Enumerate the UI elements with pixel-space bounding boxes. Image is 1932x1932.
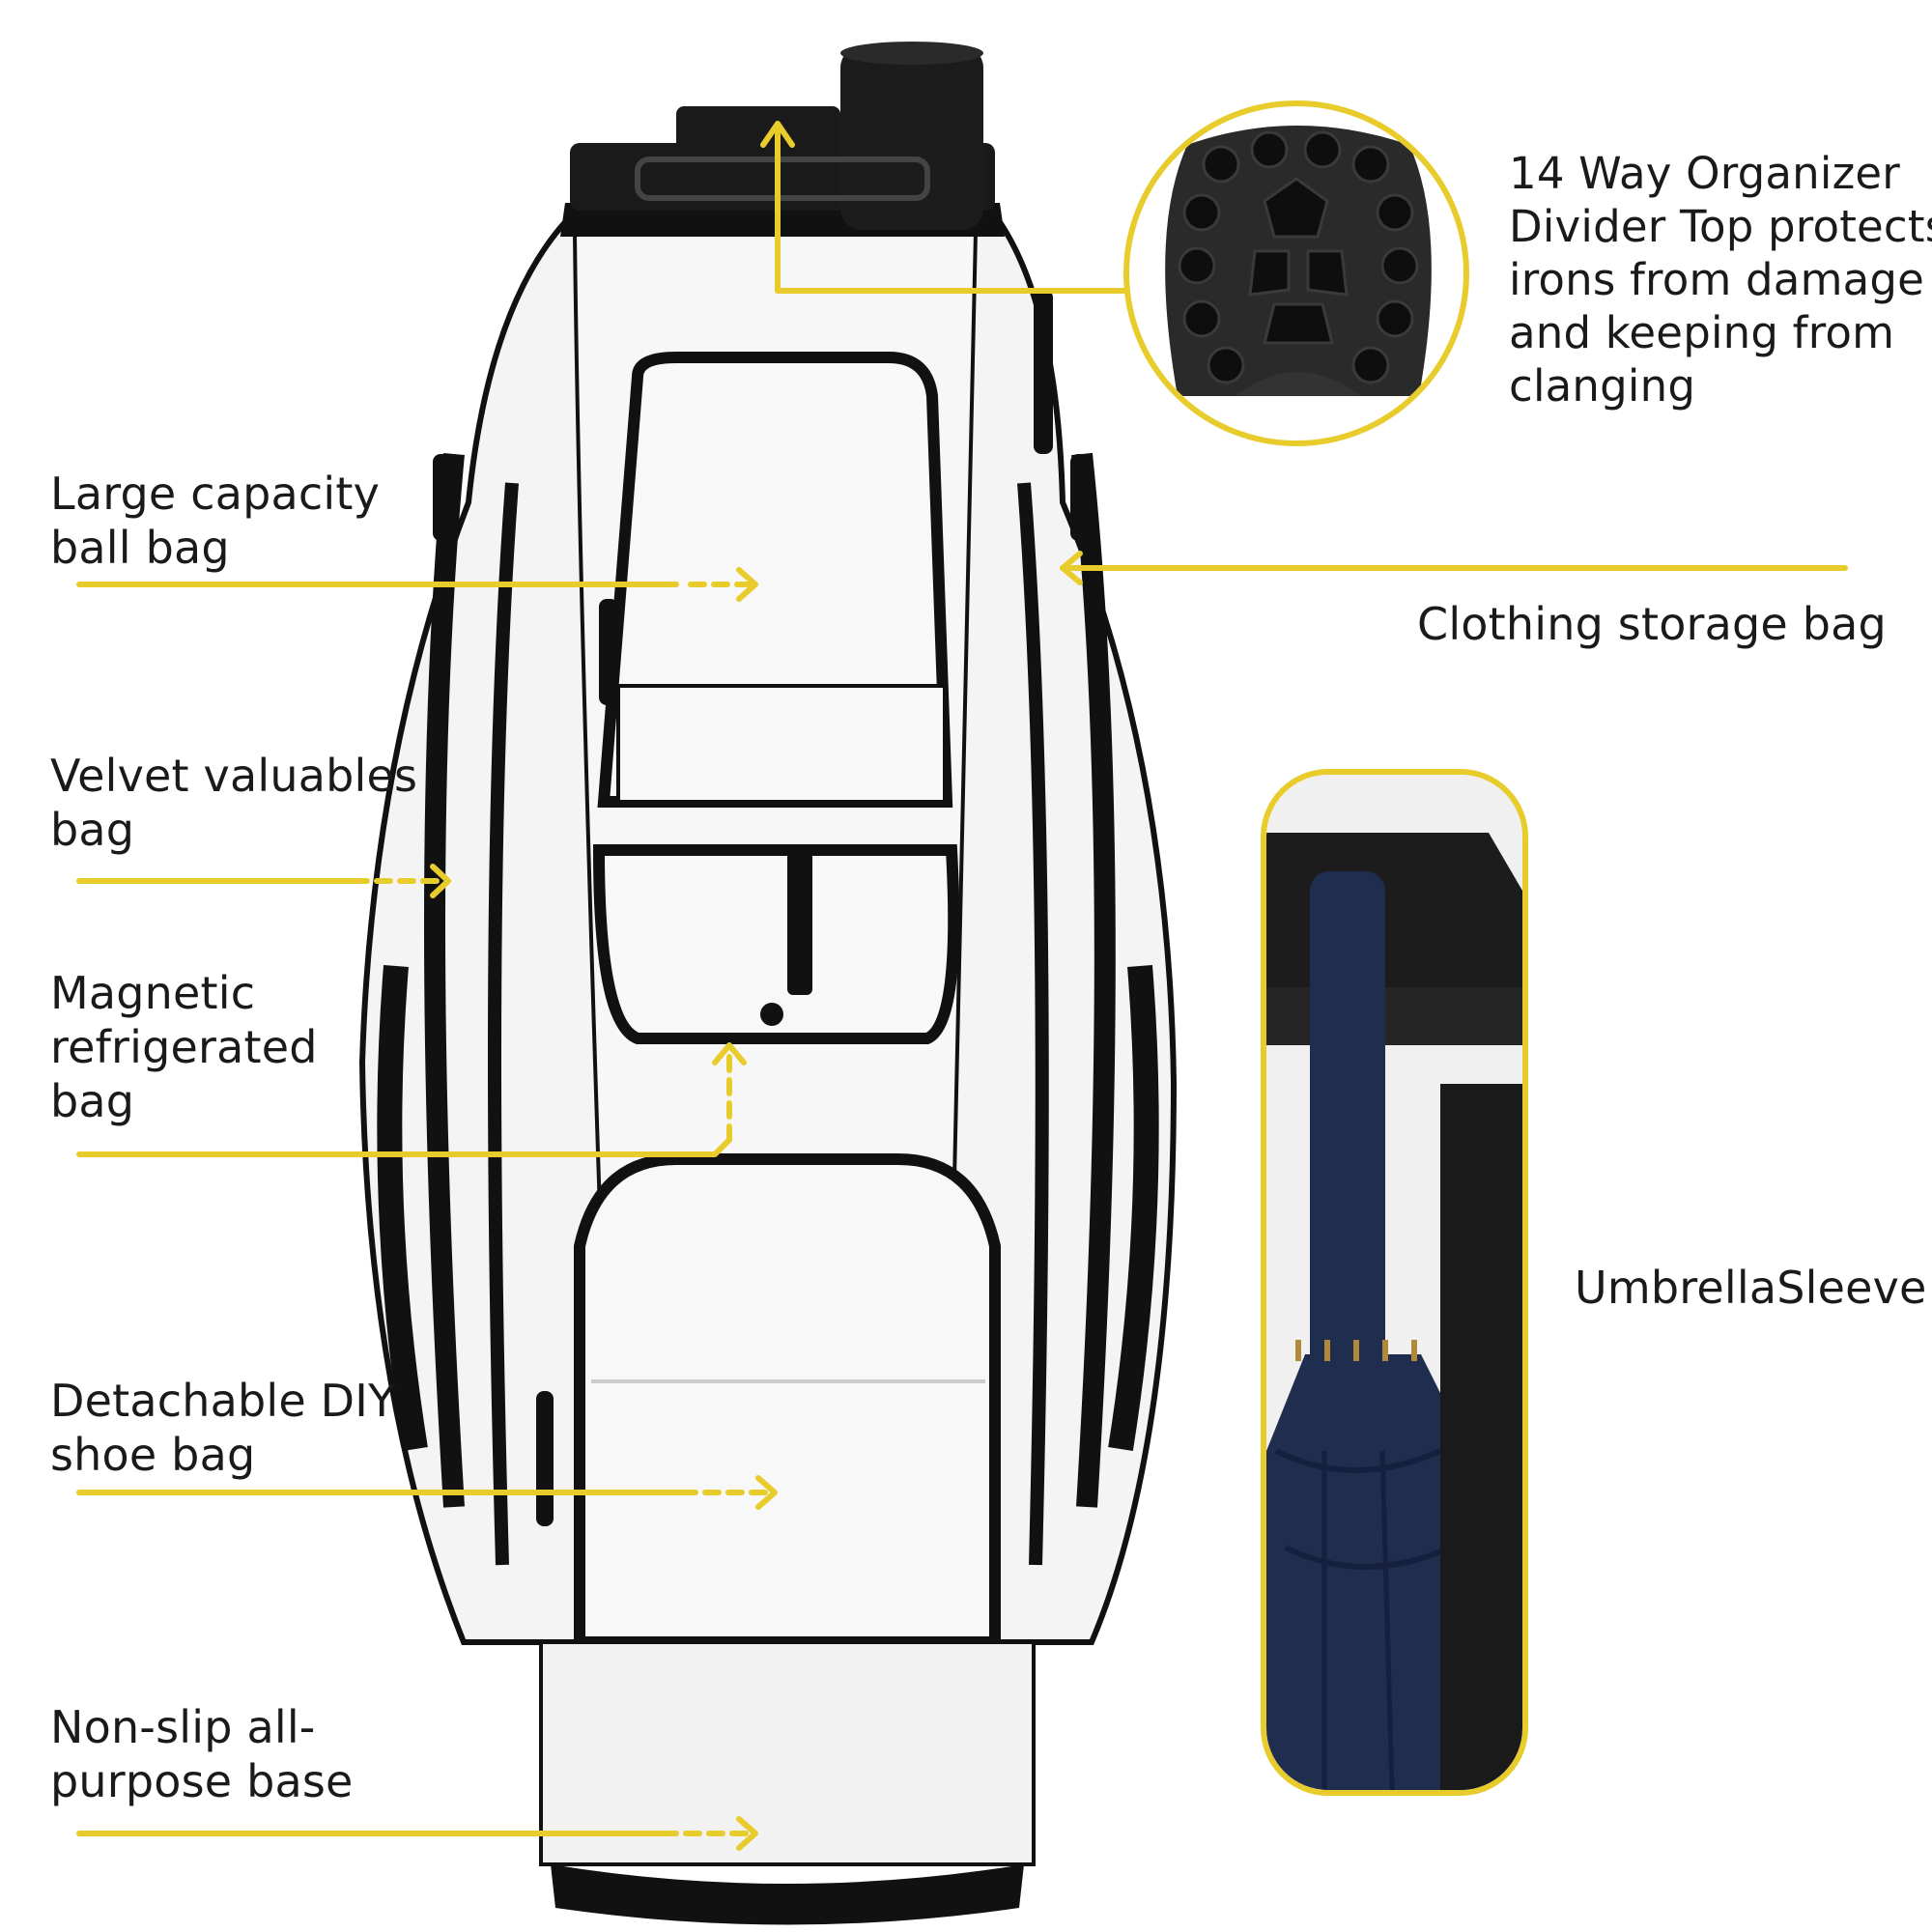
refrigerated-arrow: [712, 1042, 747, 1065]
umbrella-label: UmbrellaSleeve: [1575, 1261, 1927, 1315]
refrigerated-line: [76, 1137, 732, 1157]
valuables-label-line-2: bag: [50, 804, 135, 856]
organizer-label: 14 Way Organizer Divider Top protects ir…: [1509, 147, 1932, 412]
shoe-bag-label-line-2: shoe bag: [50, 1429, 256, 1481]
refrigerated-label: Magnetic refrigerated bag: [50, 966, 318, 1128]
cooler-pocket: [592, 844, 960, 1044]
umbrella-sleeve-closeup: [1266, 775, 1522, 1790]
bag-base: [539, 1640, 1036, 1925]
top-cuff: [560, 42, 1005, 237]
ball-bag-arrow: [736, 567, 758, 602]
umbrella-label-line-1: UmbrellaSleeve: [1575, 1262, 1927, 1314]
organizer-arrow: [760, 121, 795, 148]
organizer-label-line-5: clanging: [1509, 360, 1696, 412]
umbrella-sleeve-detail-image: [1261, 769, 1528, 1796]
base-arrow: [736, 1816, 758, 1851]
ball-bag-label: Large capacity ball bag: [50, 467, 380, 575]
base-label-line-2: purpose base: [50, 1755, 354, 1807]
ball-pocket: [597, 352, 953, 808]
organizer-label-line-4: and keeping from: [1509, 307, 1895, 358]
shoe-bag-label-line-1: Detachable DIY: [50, 1375, 396, 1427]
base-label-line-1: Non-slip all-: [50, 1701, 316, 1753]
clothing-arrow: [1060, 551, 1083, 585]
refrigerated-label-line-3: bag: [50, 1075, 135, 1127]
organizer-label-line-1: 14 Way Organizer: [1509, 148, 1900, 199]
shoe-arrow: [755, 1475, 778, 1510]
organizer-connector: [775, 128, 1126, 294]
ball-bag-label-line-1: Large capacity: [50, 468, 381, 520]
valuables-arrow: [430, 864, 451, 898]
organizer-detail-image: [1123, 100, 1469, 446]
organizer-label-line-2: Divider Top protects: [1509, 201, 1932, 252]
valuables-label-line-1: Velvet valuables: [50, 750, 418, 802]
ball-bag-label-line-2: ball bag: [50, 522, 230, 574]
base-label: Non-slip all- purpose base: [50, 1700, 354, 1808]
organizer-label-line-3: irons from damage: [1509, 254, 1925, 305]
refrigerated-label-line-2: refrigerated: [50, 1021, 318, 1073]
refrigerated-label-line-1: Magnetic: [50, 967, 256, 1019]
clothing-label: Clothing storage bag: [1417, 597, 1887, 651]
clothing-label-line-1: Clothing storage bag: [1417, 598, 1887, 650]
valuables-label: Velvet valuables bag: [50, 749, 417, 857]
divider-top-closeup: [1165, 126, 1432, 396]
shoe-bag-label: Detachable DIY shoe bag: [50, 1374, 395, 1482]
